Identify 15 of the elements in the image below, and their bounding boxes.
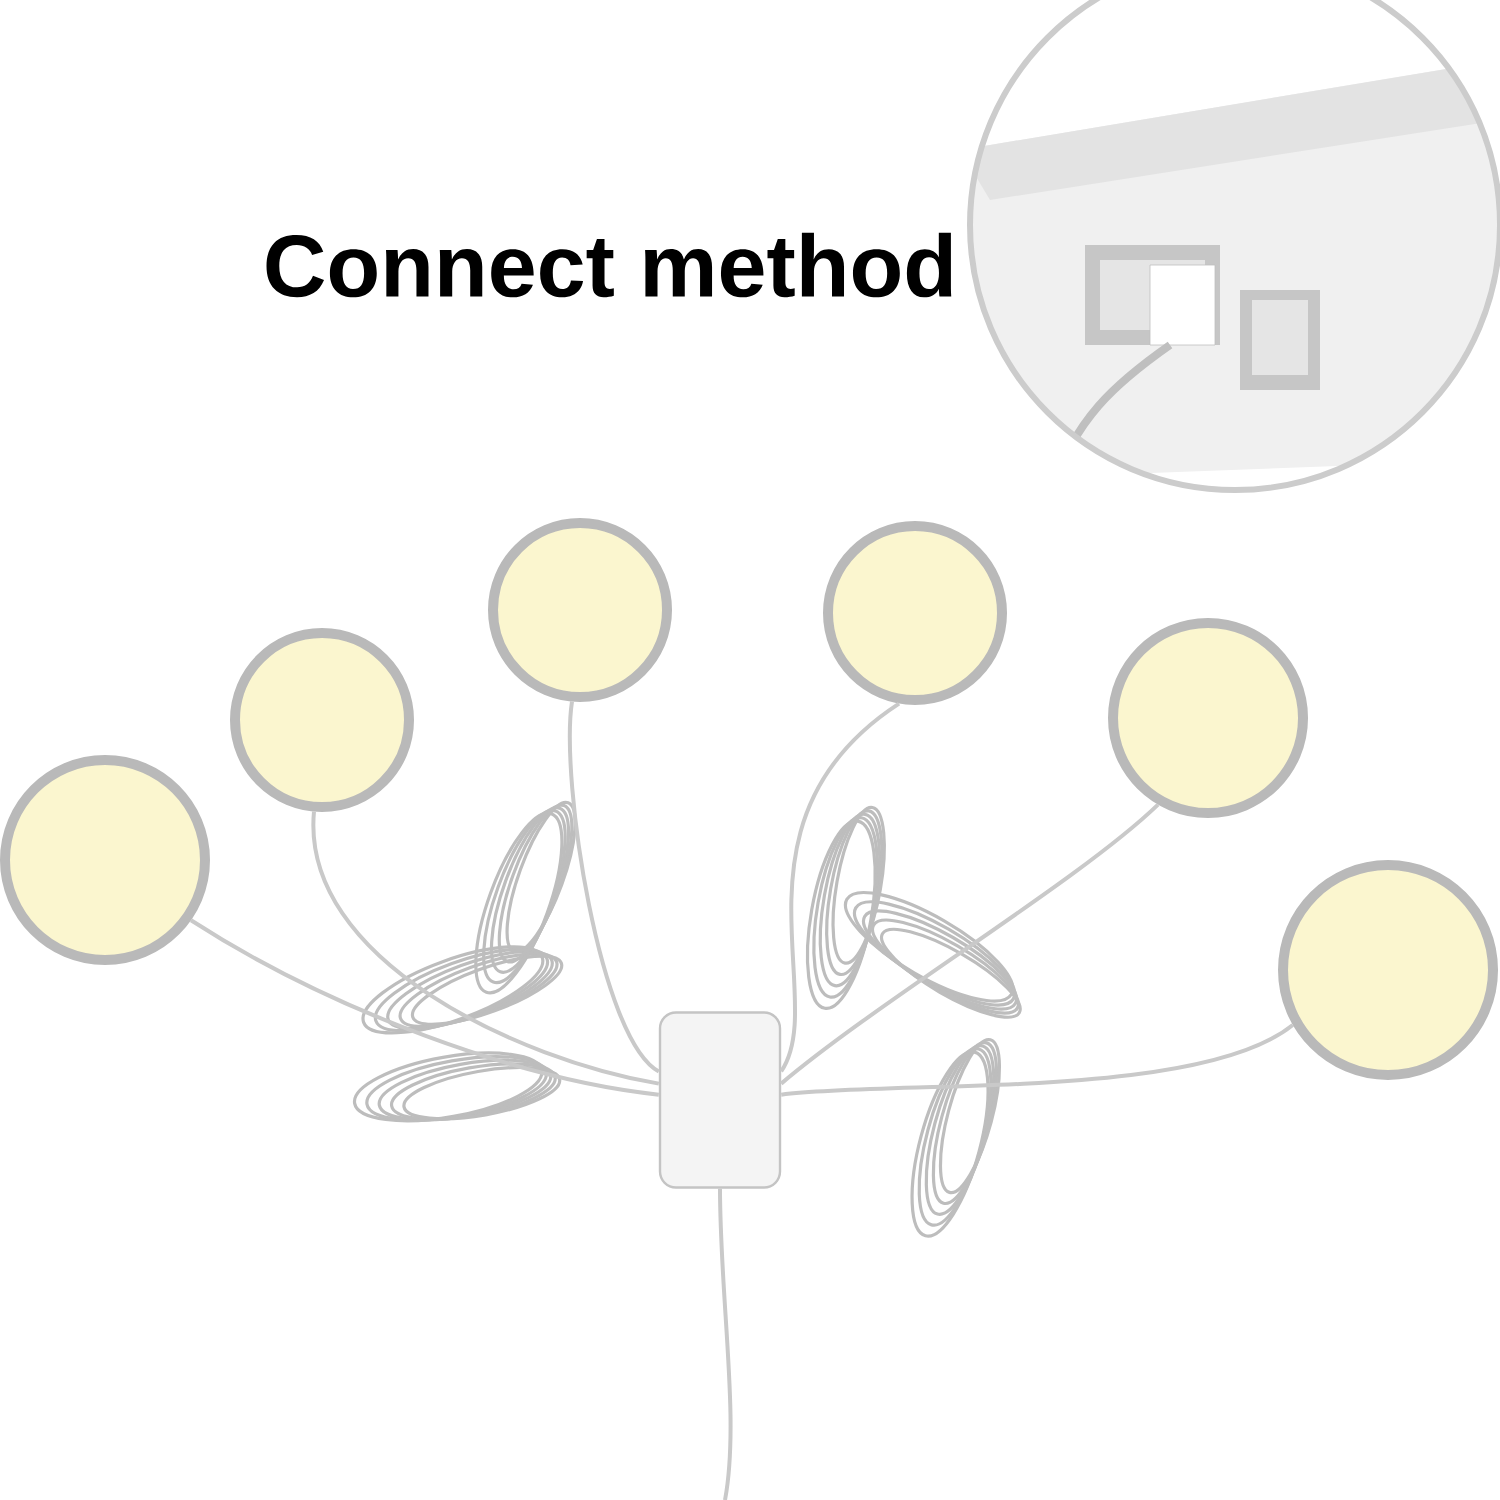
light-disc bbox=[230, 628, 414, 812]
light-disc bbox=[1278, 860, 1498, 1080]
cable bbox=[568, 701, 661, 1073]
title: Connect method bbox=[266, 232, 952, 298]
light-disc bbox=[488, 518, 672, 702]
cable bbox=[779, 803, 1160, 1086]
junction-box bbox=[658, 1011, 782, 1189]
light-disc bbox=[823, 521, 1007, 705]
cable bbox=[718, 1188, 733, 1500]
cable bbox=[781, 1023, 1294, 1097]
light-disc bbox=[0, 755, 210, 965]
light-disc bbox=[1108, 618, 1308, 818]
cable bbox=[189, 918, 660, 1097]
cable bbox=[312, 811, 660, 1086]
cable bbox=[779, 702, 901, 1073]
